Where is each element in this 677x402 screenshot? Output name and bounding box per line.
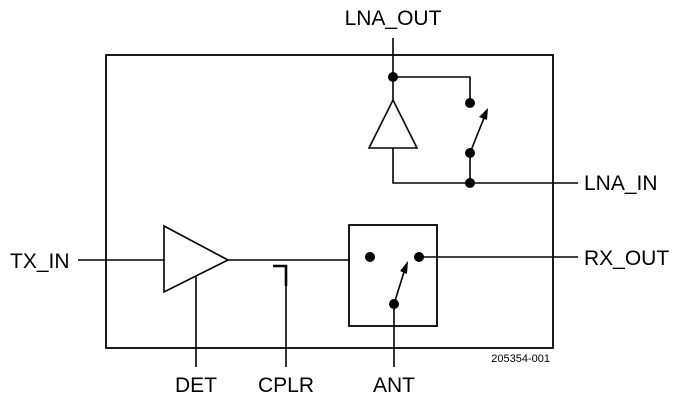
pin-label-lna-out: LNA_OUT [345,7,442,30]
lna-node-bottom [465,178,475,188]
pin-label-rx-out: RX_OUT [584,247,669,270]
pin-label-cplr: CPLR [258,374,314,397]
figure-reference-code: 205354-001 [491,353,550,365]
package-outline [105,54,554,349]
tr-switch-contact-tx [365,252,375,262]
lna-switch-contact-top [465,98,475,108]
lna-node-top [388,72,398,82]
tr-switch-arrowhead [400,261,408,274]
lna-input-wire [392,148,470,184]
pin-label-tx-in: TX_IN [10,250,70,273]
pin-label-lna-in: LNA_IN [584,172,658,195]
coupler-element [273,264,288,286]
pin-label-det: DET [175,374,217,397]
pin-label-ant: ANT [373,374,415,397]
tr-switch-box [348,224,438,327]
lna-switch-contact-pivot [465,148,475,158]
lna-switch-arrowhead [479,108,488,120]
lna-top-wire [393,76,471,103]
lna-bypass-switch-blade [469,117,485,154]
tr-switch-blade [393,271,405,305]
